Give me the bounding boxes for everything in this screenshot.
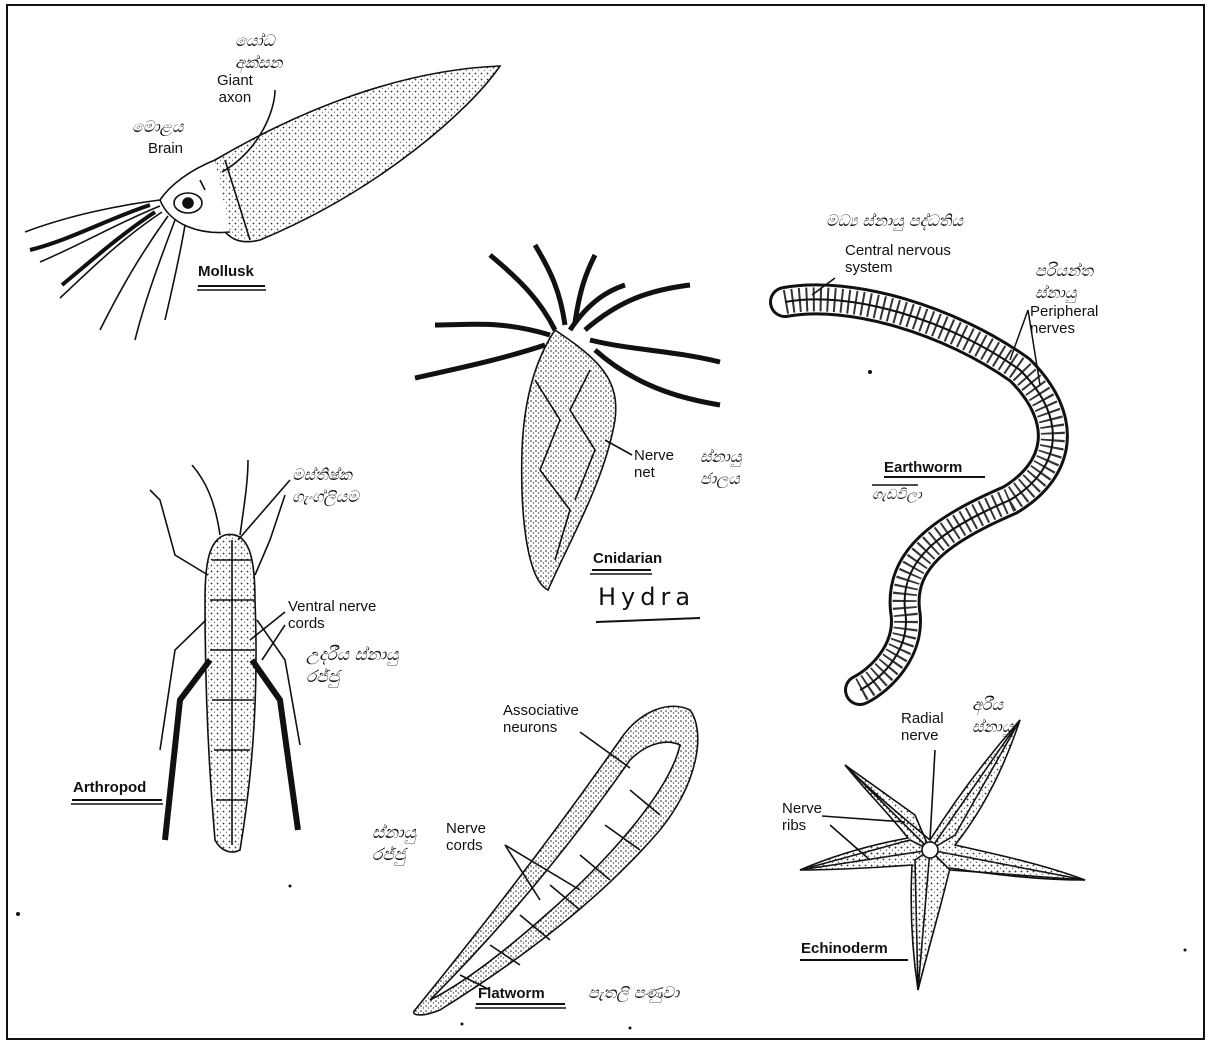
earthworm-name: Earthworm (884, 459, 962, 476)
nerve-cords-sinhala-label: ස්නායු රජ්ජු (372, 822, 416, 866)
squid-drawing (25, 66, 500, 340)
giant-axon-label: Giant axon (217, 72, 253, 106)
giant-axon-sinhala-label: යෝධ අක්සන (235, 30, 282, 74)
flatworm-name: Flatworm (478, 985, 545, 1002)
hydra-handwritten-label: Hydra (598, 583, 695, 611)
earthworm-sinhala-name: ගැඩවිලා (872, 484, 922, 506)
cnidarian-name: Cnidarian (593, 550, 662, 567)
nerve-net-sinhala-label: ස්නායු ජාලය (700, 446, 741, 490)
flatworm-sinhala-name: පැතලි පණුවා (588, 982, 679, 1004)
brain-sinhala-label: මොළය (132, 116, 183, 138)
associative-neurons-label: Associative neurons (503, 702, 579, 736)
peripheral-nerves-sinhala-label: පරියන්ත ස්නායු (1035, 260, 1093, 304)
cns-sinhala-label: මධ්‍ය ස්නායු පද්ධතිය (826, 210, 963, 232)
flatworm-drawing (414, 706, 698, 1015)
hydra-drawing (415, 245, 720, 590)
radial-nerve-label: Radial nerve (901, 710, 944, 744)
nerve-cords-label: Nerve cords (446, 820, 486, 854)
grasshopper-drawing (150, 460, 300, 852)
brain-label: Brain (148, 140, 183, 157)
nerve-ribs-label: Nerve ribs (782, 800, 822, 834)
radial-nerve-sinhala-label: අරීය ස්නායු (972, 694, 1013, 738)
echinoderm-name: Echinoderm (801, 940, 888, 957)
mollusk-name: Mollusk (198, 263, 254, 280)
ganglion-sinhala-label: මස්තිෂ්ක ගැංග්ලියම (292, 464, 359, 508)
arthropod-name: Arthropod (73, 779, 146, 796)
peripheral-nerves-label: Peripheral nerves (1030, 303, 1098, 337)
ventral-nerve-cords-label: Ventral nerve cords (288, 598, 376, 632)
cns-label: Central nervous system (845, 242, 951, 276)
ventral-nerve-cords-sinhala-label: උදරීය ස්නායු රජ්ජු (306, 644, 398, 688)
nerve-net-label: Nerve net (634, 447, 674, 481)
hydra-underline (596, 618, 700, 622)
